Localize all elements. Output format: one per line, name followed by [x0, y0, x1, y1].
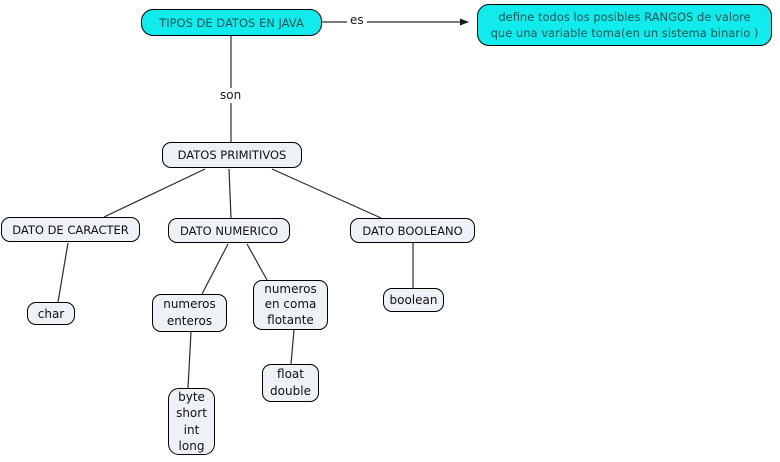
edge-numerico-enteros	[201, 243, 229, 295]
concept-numeros-enteros[interactable]: numeros enteros	[152, 294, 227, 332]
concept-definicion-rangos[interactable]: define todos los posibles RANGOS de valo…	[477, 4, 772, 46]
concept-char[interactable]: char	[27, 302, 75, 325]
concept-byte-short-int-long[interactable]: byte short int long	[168, 388, 215, 455]
edge-numerico-coma	[246, 243, 268, 281]
concept-dato-numerico[interactable]: DATO NUMERICO	[168, 218, 290, 243]
linking-phrase-son[interactable]: son	[217, 88, 245, 103]
concept-numeros-coma-flotante[interactable]: numeros en coma flotante	[253, 280, 328, 330]
concept-dato-booleano[interactable]: DATO BOOLEANO	[350, 218, 475, 243]
concept-float-double[interactable]: float double	[262, 364, 319, 402]
edge-coma-tipos	[290, 329, 295, 365]
edge-primitivos-caracter	[103, 168, 206, 218]
edge-enteros-tipos	[187, 331, 192, 389]
linking-phrase-es[interactable]: es	[347, 13, 367, 28]
concept-datos-primitivos[interactable]: DATOS PRIMITIVOS	[162, 142, 302, 168]
edge-caracter-char	[57, 242, 69, 303]
concept-dato-de-caracter[interactable]: DATO DE CARACTER	[1, 217, 140, 242]
concept-boolean[interactable]: boolean	[383, 288, 444, 312]
concept-tipos-de-datos[interactable]: TIPOS DE DATOS EN JAVA	[141, 9, 322, 36]
edge-primitivos-numerico	[228, 168, 232, 219]
edge-primitivos-booleano	[271, 168, 382, 219]
